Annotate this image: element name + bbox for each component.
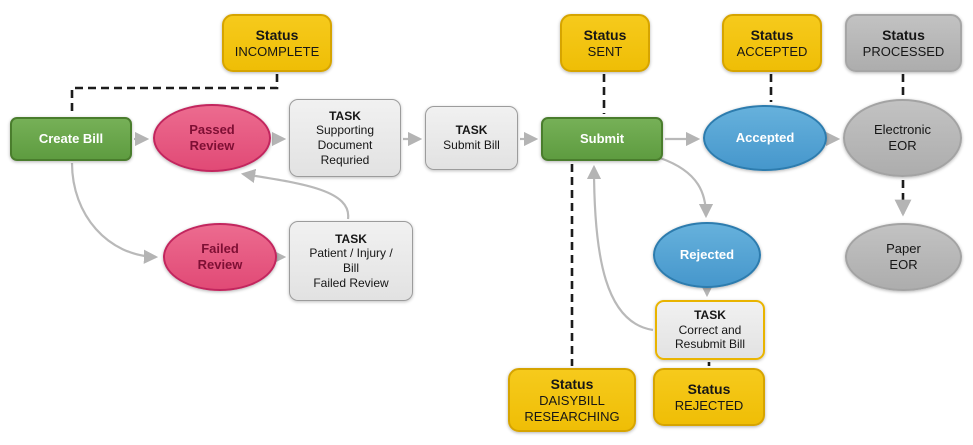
badge-value: REJECTED	[674, 397, 744, 413]
arrow-task-correct-to-submit	[586, 164, 654, 332]
node-label: Submit	[579, 131, 625, 147]
node-task-supporting-document: TASK Supporting Document Requried	[289, 99, 401, 177]
node-submit: Submit	[541, 117, 663, 161]
node-task-correct-resubmit: TASK Correct and Resubmit Bill	[655, 300, 765, 360]
arrow-task-failed-to-passed	[240, 168, 350, 220]
badge-value: SENT	[587, 43, 623, 59]
badge-value: DAISYBILL RESEARCHING	[524, 392, 620, 424]
badge-value: INCOMPLETE	[234, 43, 320, 59]
node-electronic-eor: Electronic EOR	[843, 99, 962, 177]
node-label: Create Bill	[38, 131, 104, 147]
node-label: Failed Review	[197, 241, 243, 272]
task-title: TASK	[455, 123, 488, 138]
node-task-failed-review: TASK Patient / Injury / Bill Failed Revi…	[289, 221, 413, 301]
dashed-status-incomplete-link	[70, 74, 279, 114]
badge-value: ACCEPTED	[736, 43, 808, 59]
task-label: Supporting Document Requried	[315, 123, 375, 167]
node-label: Accepted	[735, 130, 795, 146]
node-label: Passed Review	[189, 122, 235, 153]
task-title: TASK	[335, 231, 367, 246]
task-label: Patient / Injury / Bill Failed Review	[309, 246, 393, 290]
badge-status-incomplete: Status INCOMPLETE	[222, 14, 332, 72]
node-failed-review: Failed Review	[163, 223, 277, 291]
badge-status-accepted: Status ACCEPTED	[722, 14, 822, 72]
node-label: Rejected	[679, 247, 735, 263]
task-label: Submit Bill	[443, 138, 500, 152]
badge-title: Status	[255, 26, 299, 43]
badge-status-sent: Status SENT	[560, 14, 650, 72]
node-label: Paper EOR	[886, 241, 921, 272]
node-accepted: Accepted	[703, 105, 827, 171]
badge-status-rejected: Status REJECTED	[653, 368, 765, 426]
badge-status-processed: Status PROCESSED	[845, 14, 962, 72]
node-passed-review: Passed Review	[153, 104, 271, 172]
arrow-submit-to-rejected	[659, 156, 714, 219]
badge-title: Status	[687, 380, 731, 397]
node-task-submit-bill: TASK Submit Bill	[425, 106, 518, 170]
node-rejected: Rejected	[653, 222, 761, 288]
badge-title: Status	[882, 26, 925, 43]
node-label: Electronic EOR	[873, 122, 932, 153]
badge-title: Status	[750, 26, 794, 43]
badge-title: Status	[550, 375, 594, 392]
task-title: TASK	[694, 308, 726, 323]
badge-title: Status	[583, 26, 627, 43]
node-paper-eor: Paper EOR	[845, 223, 962, 291]
node-create-bill: Create Bill	[10, 117, 132, 161]
arrow-create-to-failed	[70, 162, 159, 264]
badge-value: PROCESSED	[862, 43, 945, 59]
task-title: TASK	[329, 108, 361, 123]
task-label: Correct and Resubmit Bill	[674, 322, 746, 352]
badge-status-daisybill-researching: Status DAISYBILL RESEARCHING	[508, 368, 636, 432]
